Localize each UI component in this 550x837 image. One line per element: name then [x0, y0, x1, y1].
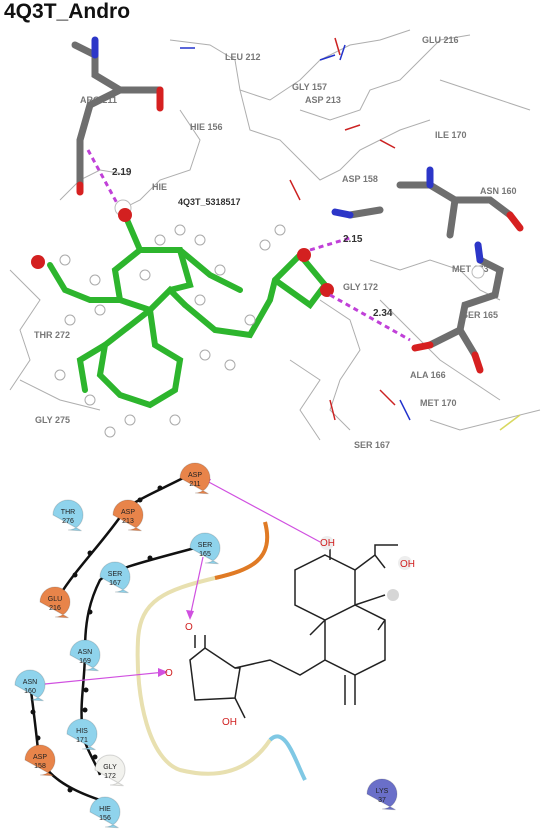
residue-name: SER	[108, 571, 122, 578]
residue-label: GLU 216	[422, 35, 459, 45]
residue-marker-gly-172: GLY 172	[94, 754, 126, 787]
residue-label: MET 173	[452, 264, 489, 274]
residue-label: THR 272	[34, 330, 70, 340]
interaction-lines	[44, 479, 323, 685]
residue-name: HIS	[76, 728, 88, 735]
residue-name: LYS	[376, 788, 389, 795]
residue-number: 37	[378, 797, 386, 804]
residue-label: GLY 157	[292, 82, 327, 92]
ligand-label: 4Q3T_5318517	[178, 197, 241, 207]
residue-label: ILE 170	[435, 130, 467, 140]
pocket-outline-blue	[268, 734, 307, 781]
residue-colored-caps	[76, 36, 524, 374]
residue-marker-asp-213: ASP 213	[112, 499, 144, 532]
residue-marker-thr-276: THR 276	[52, 499, 84, 532]
residue-name: SER	[198, 542, 212, 549]
hbond-distance: 2.19	[112, 167, 132, 178]
atom-label-oh: OH	[400, 559, 415, 570]
residue-marker-ser-167: SER 167	[99, 561, 131, 594]
residue-label: ASN 160	[480, 186, 517, 196]
residue-label: SER 165	[462, 310, 498, 320]
backbone-chain	[28, 475, 196, 802]
arrow-heads	[158, 478, 211, 677]
residue-name: ASP	[121, 509, 135, 516]
residue-markers: ASP211THR276ASP213SER165SER167GLU216ASN1…	[14, 462, 398, 829]
residue-marker-hie-156: HIE 156	[89, 796, 121, 829]
residue-marker-asp-158: ASP 158	[24, 744, 56, 777]
residue-label: ASP 158	[342, 174, 378, 184]
residue-number: 216	[49, 605, 61, 612]
hbond-distance: 2.15	[343, 234, 363, 245]
residue-marker-lys-37: LYS 37	[366, 778, 398, 811]
residue-label: GLY 275	[35, 415, 70, 425]
ligand-oxygens	[31, 208, 334, 297]
residue-name: ASP	[33, 754, 47, 761]
ligand-2d-glow	[320, 536, 412, 601]
residue-number: 213	[122, 518, 134, 525]
hbond-lines	[86, 149, 411, 342]
residue-marker-glu-216: GLU 216	[39, 586, 71, 619]
residue-name: THR	[61, 509, 75, 516]
residue-name: ASN	[23, 679, 37, 686]
ligand-hydrogens	[54, 224, 286, 438]
residue-sticks	[71, 41, 514, 359]
residue-marker-asn-160: ASN 160	[14, 669, 46, 702]
residue-labels: ARG 211 HIE 156 HIE LEU 212 GLY 157 ASP …	[34, 35, 517, 450]
pocket-outline	[135, 521, 272, 776]
hbond-distance: 2.34	[373, 308, 393, 319]
residue-label: SER 167	[354, 440, 390, 450]
atom-label-o: O	[165, 668, 173, 679]
residue-number: 158	[34, 763, 46, 770]
residue-marker-asp-211: ASP 211	[179, 462, 211, 495]
residue-label: LEU 212	[225, 52, 261, 62]
residue-label: HIE	[152, 182, 167, 192]
residue-label: ALA 166	[410, 370, 446, 380]
residue-number: 276	[62, 518, 74, 525]
residue-name: HIE	[99, 806, 111, 813]
residue-number: 165	[199, 551, 211, 558]
residue-number: 169	[79, 658, 91, 665]
residue-number: 172	[104, 773, 116, 780]
ligand-2d-atoms: OH OH O O OH	[165, 538, 415, 728]
residue-number: 211	[189, 481, 200, 488]
residue-number: 156	[99, 815, 111, 822]
colored-wire-fragments	[180, 37, 521, 431]
residue-number: 160	[24, 688, 36, 695]
residue-label: ASP 213	[305, 95, 341, 105]
residue-name: GLY	[103, 764, 117, 771]
atom-label-oh: OH	[320, 538, 335, 549]
residue-name: ASN	[78, 649, 92, 656]
residue-label: MET 170	[420, 398, 457, 408]
backbone-dots	[30, 485, 163, 793]
hbond-distance-labels: 2.19 2.15 2.34	[112, 167, 393, 319]
residue-marker-ser-165: SER 165	[189, 532, 221, 565]
figure-title: 4Q3T_Andro	[4, 0, 131, 23]
ligand-2d	[189, 544, 398, 719]
residue-marker-asn-169: ASN 169	[69, 639, 101, 672]
residue-number: 167	[109, 580, 121, 587]
atom-label-oh: OH	[222, 717, 237, 728]
residue-name: GLU	[48, 596, 62, 603]
docking-3d-view: ARG 211 HIE 156 HIE LEU 212 GLY 157 ASP …	[9, 29, 541, 450]
residue-name: ASP	[188, 472, 202, 479]
residue-label: GLY 172	[343, 282, 378, 292]
residue-number: 171	[76, 737, 88, 744]
atom-label-o: O	[185, 622, 193, 633]
residue-label: HIE 156	[190, 122, 223, 132]
background-wireframe	[9, 29, 541, 441]
pocket-outline-orange	[214, 521, 270, 580]
residue-marker-his-171: HIS 171	[66, 718, 98, 751]
